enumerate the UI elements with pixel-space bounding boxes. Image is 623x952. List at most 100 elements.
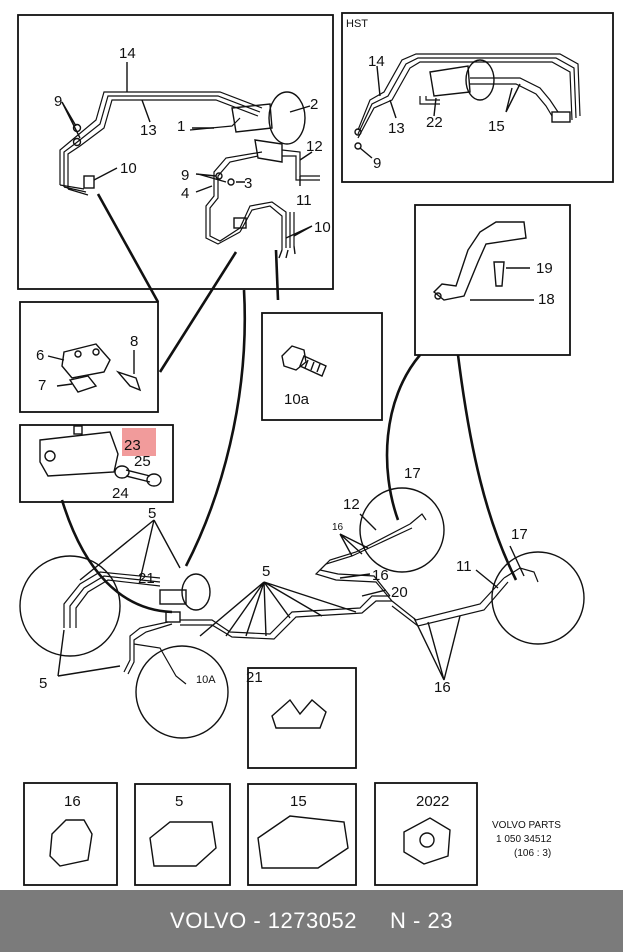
front-right-wheel (135, 645, 229, 739)
rear-left-wheel (359, 487, 445, 573)
label-9-lower: 9 (181, 167, 189, 184)
rear-right-wheel (491, 551, 585, 645)
overview-label-16-lower: 16 (434, 679, 451, 696)
hst-master-cylinder (429, 65, 471, 97)
hose-ends-10 (278, 245, 296, 259)
label-20-22: 2022 (416, 793, 449, 810)
overview-master-cylinder (159, 589, 187, 605)
union-9b (72, 137, 82, 147)
label-25: 25 (134, 453, 151, 470)
detail-bracket-18-19: 19 18 (414, 204, 571, 356)
hst-servo (465, 59, 495, 101)
clip-21-box: 21 (246, 667, 357, 769)
parts-note: VOLVO PARTS 1 050 34512 (106 : 3) (492, 820, 561, 859)
label-10-lower: 10 (314, 219, 331, 236)
part-number-footer: VOLVO - 1273052 N - 23 (0, 890, 623, 952)
overview-servo (181, 573, 211, 611)
clip-7 (68, 375, 98, 393)
washer-24 (114, 465, 130, 479)
clip-5-frame (134, 783, 231, 886)
overview-label-5: 5 (148, 505, 156, 522)
clip-15-box: 15 (247, 783, 357, 886)
clip-5-box: 5 (134, 783, 231, 886)
main-detail-frame (17, 14, 334, 290)
footer-part-number: 1273052 (267, 908, 357, 933)
label-11: 11 (296, 192, 312, 209)
label-7: 7 (38, 377, 46, 394)
detail-valve-frame (19, 424, 174, 503)
brake-pipe-exploded-diagram: 14 9 13 2 1 10 12 9 3 4 11 10 HST 14 13 … (17, 12, 614, 886)
hst-label-14: 14 (368, 53, 385, 70)
detail-bracket-frame (19, 301, 159, 413)
label-16: 16 (64, 793, 81, 810)
main-brake-detail-panel: 14 9 13 2 1 10 12 9 3 4 11 10 (17, 14, 334, 290)
parts-note-line-3: (106 : 3) (514, 848, 551, 859)
pipe-clip-centre (233, 217, 247, 229)
overview-label-21: 21 (138, 570, 155, 587)
clip-15 (257, 815, 349, 869)
label-5: 5 (175, 793, 183, 810)
detail-bracket-6-7-8: 6 8 7 (19, 301, 159, 413)
parts-note-line-1: VOLVO PARTS (492, 820, 561, 831)
hst-frame (341, 12, 614, 183)
hst-clip (551, 111, 571, 123)
highlight-part-23 (122, 428, 156, 456)
overview-label-17: 17 (404, 465, 421, 482)
label-10a: 10a (284, 391, 310, 408)
label-9: 9 (54, 93, 62, 110)
pressure-valve-23 (39, 431, 119, 477)
clip-16-frame (23, 782, 118, 886)
clip-21-frame (247, 667, 357, 769)
clip-2022-box: 2022 (374, 782, 478, 886)
label-1: 1 (177, 118, 185, 135)
label-8: 8 (130, 333, 138, 350)
union-nut-10a (281, 345, 307, 371)
bracket-18 (432, 221, 527, 301)
label-6: 6 (36, 347, 44, 364)
union-9c (215, 172, 223, 180)
overview-label-12: 12 (343, 496, 360, 513)
label-2: 2 (310, 96, 318, 113)
hst-label-22: 22 (426, 114, 443, 131)
overview-label-10A: 10A (196, 674, 216, 686)
clip-5 (149, 821, 217, 867)
label-10: 10 (120, 160, 137, 177)
vehicle-brake-overview: 5 21 5 10A 5 16 12 17 16 20 11 17 16 (19, 193, 585, 739)
bolt-19 (493, 261, 505, 287)
footer-brand: VOLVO (170, 908, 247, 933)
clip-16-box: 16 (23, 782, 118, 886)
label-24: 24 (112, 485, 129, 502)
bolt-8 (115, 370, 142, 392)
hst-label-9: 9 (373, 155, 381, 172)
hst-variant-panel: HST 14 13 22 15 9 (341, 12, 614, 183)
clip-16 (49, 819, 93, 867)
label-3: 3 (244, 175, 252, 192)
parts-note-line-2: 1 050 34512 (496, 834, 552, 845)
clip-15-frame (247, 783, 357, 886)
label-13: 13 (140, 122, 157, 139)
overview-label-5-centre: 5 (262, 563, 270, 580)
clip-2022-frame (374, 782, 478, 886)
union-3 (227, 178, 235, 186)
overview-label-5-left: 5 (39, 675, 47, 692)
label-18: 18 (538, 291, 555, 308)
detail-10a-frame (261, 312, 383, 421)
label-19: 19 (536, 260, 553, 277)
pipe-clip-10a (83, 175, 95, 189)
front-left-wheel (19, 555, 121, 657)
overview-label-16: 16 (372, 567, 389, 584)
hst-label-13: 13 (388, 120, 405, 137)
detail-valve-23-24-25: 23 25 24 (19, 424, 174, 503)
brake-valve (254, 139, 283, 163)
label-12: 12 (306, 138, 323, 155)
overview-label-20: 20 (391, 584, 408, 601)
hst-label-15: 15 (488, 118, 505, 135)
label-23: 23 (124, 437, 141, 454)
hst-union-b (354, 142, 362, 150)
overview-label-17-right: 17 (511, 526, 528, 543)
screw-25 (125, 469, 151, 483)
label-15: 15 (290, 793, 307, 810)
label-14: 14 (119, 45, 136, 62)
hst-union-a (354, 128, 362, 136)
clip-21 (271, 698, 327, 729)
